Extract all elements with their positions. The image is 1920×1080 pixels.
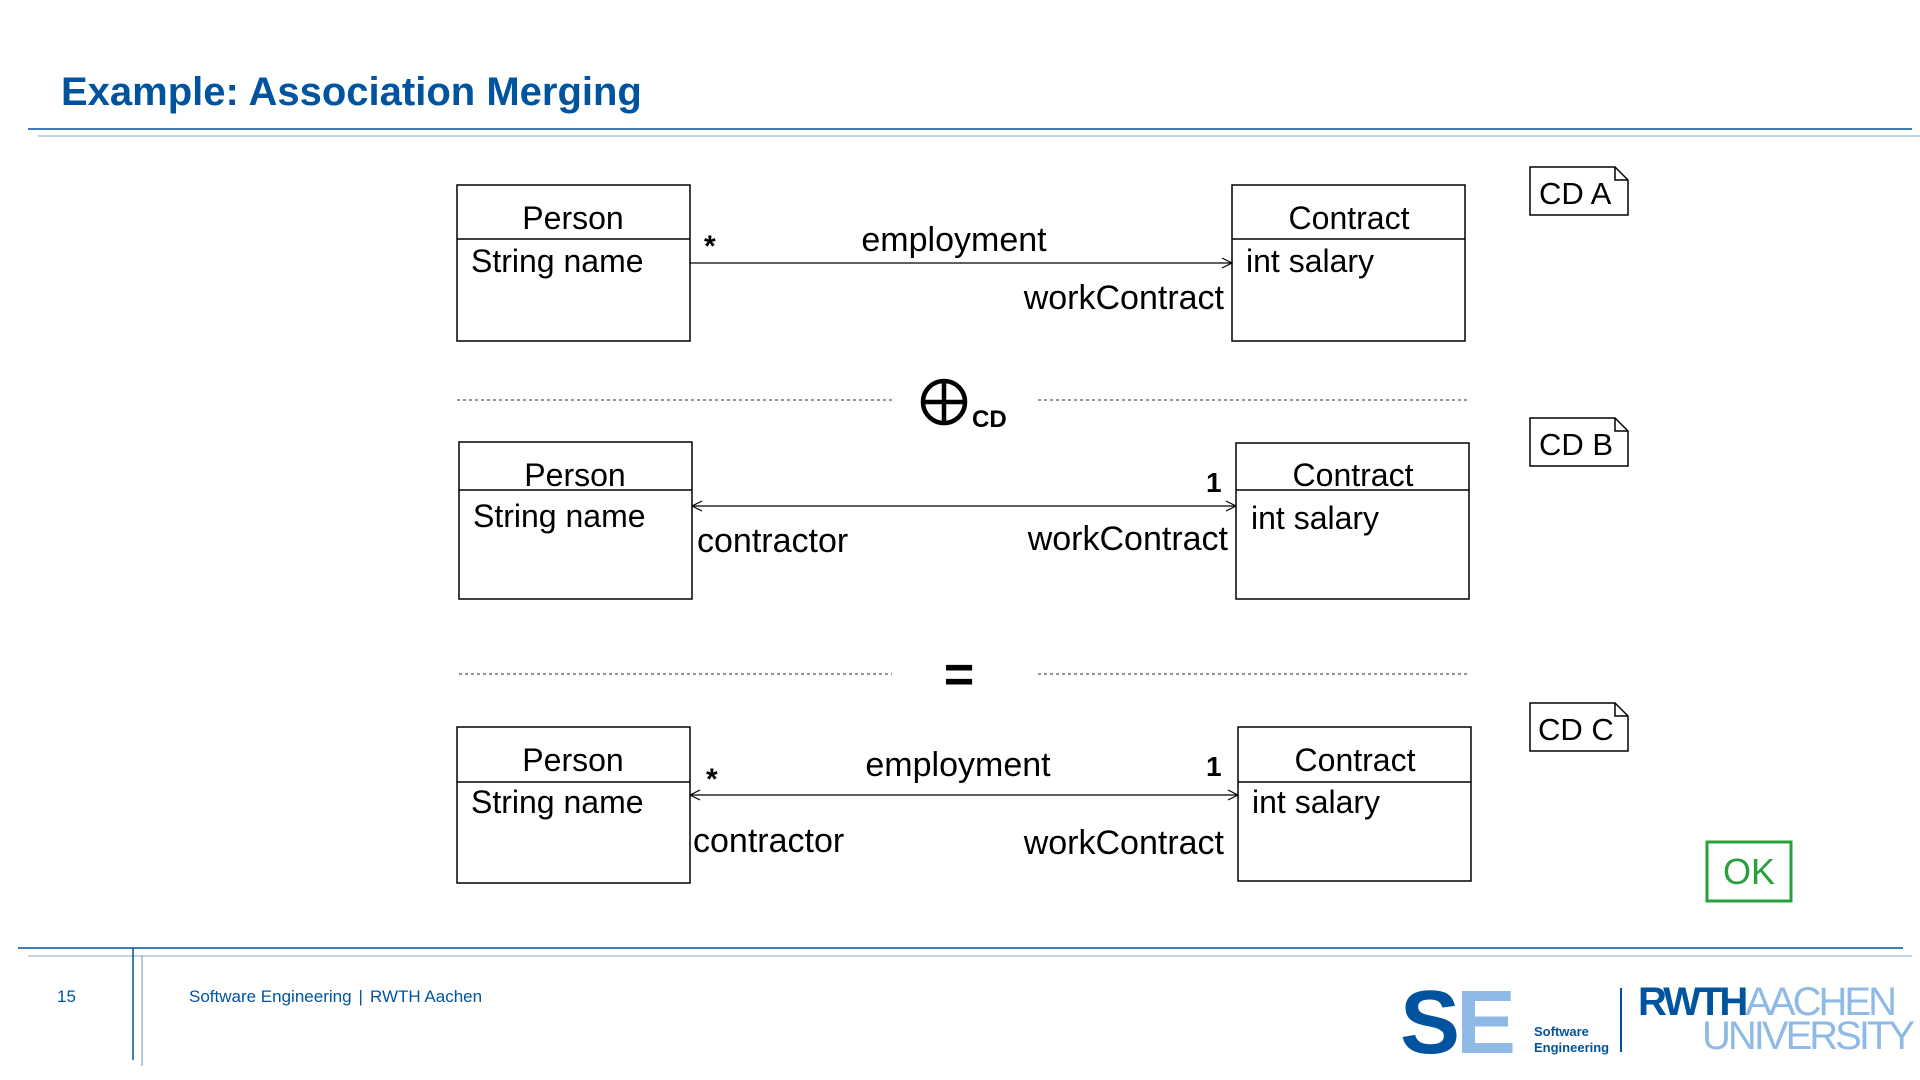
equals-row: =: [459, 646, 1470, 704]
footer-text: Software Engineering | RWTH Aachen: [189, 987, 482, 1007]
cd-a-tag: CD A: [1539, 176, 1612, 211]
cd-c-contract-class[interactable]: [1237, 726, 1472, 882]
cd-b-tag-box: [1529, 417, 1629, 467]
cd-c-left-multiplicity: *: [706, 763, 718, 796]
cd-c-contract-attribute: int salary: [1252, 784, 1380, 820]
cd-a-right-role: workContract: [1023, 279, 1225, 317]
cd-a-left-multiplicity: *: [704, 230, 716, 263]
cd-a-person-class[interactable]: [456, 184, 691, 342]
cd-c-diagram: Person String name Contract int salary *…: [456, 702, 1629, 884]
cd-c-right-multiplicity: 1: [1206, 751, 1222, 782]
rwth-logo-university: UNIVERSITY: [1702, 1014, 1915, 1058]
footer-university: RWTH Aachen: [369, 987, 483, 1006]
rwth-logo-aachen: AACHEN: [1745, 980, 1897, 1024]
se-logo-sub-line2: Engineering: [1534, 1040, 1610, 1055]
cd-b-contract-class[interactable]: [1235, 442, 1470, 600]
se-logo-s: S: [1400, 973, 1460, 1073]
cd-c-right-role: workContract: [1023, 824, 1225, 862]
se-logo-e: E: [1456, 973, 1516, 1073]
cd-c-tag: CD C: [1538, 712, 1614, 747]
cd-a-contract-class[interactable]: [1231, 184, 1466, 342]
merge-operator-row: CD: [457, 378, 1470, 433]
cd-b-tag: CD B: [1539, 427, 1613, 462]
cd-c-person-name: Person: [522, 742, 623, 778]
page-number: 15: [57, 987, 76, 1006]
cd-a-person-name: Person: [522, 200, 623, 236]
slide-title: Example: Association Merging: [61, 70, 642, 114]
ok-result-box: [1705, 840, 1793, 903]
cd-c-contract-name: Contract: [1295, 742, 1416, 778]
se-logo-subtitle: Software Engineering: [1534, 1024, 1609, 1056]
cd-a-contract-attribute: int salary: [1246, 243, 1374, 279]
cd-c-association-name: employment: [865, 746, 1051, 784]
footer-separator: |: [358, 987, 363, 1006]
cd-a-contract-name: Contract: [1289, 200, 1410, 236]
cd-b-left-role: contractor: [697, 522, 848, 560]
cd-b-person-name: Person: [524, 457, 625, 493]
se-logo: SE: [1400, 978, 1516, 1068]
cd-b-diagram: Person String name Contract int salary 1…: [458, 417, 1629, 600]
cd-b-person-attribute: String name: [473, 498, 646, 534]
cd-c-person-attribute: String name: [471, 784, 644, 820]
cd-c-left-role: contractor: [693, 822, 844, 860]
footer-org: Software Engineering: [189, 987, 352, 1006]
cd-b-right-multiplicity: 1: [1206, 467, 1222, 498]
se-logo-sub-line1: Software: [1534, 1024, 1589, 1039]
cd-a-tag-box: [1529, 166, 1629, 216]
cd-a-person-attribute: String name: [471, 243, 644, 279]
cd-c-person-class[interactable]: [456, 726, 691, 884]
cd-a-diagram: Person String name Contract int salary *…: [456, 166, 1629, 342]
equals-sign: =: [944, 646, 974, 704]
cd-a-association-name: employment: [861, 221, 1047, 259]
rwth-logo: RWTHAACHEN: [1638, 982, 1897, 1022]
cd-b-person-class[interactable]: [458, 441, 693, 600]
merge-operator-subscript: CD: [972, 406, 1007, 433]
cd-b-contract-name: Contract: [1293, 457, 1414, 493]
ok-result-label: OK: [1723, 851, 1775, 892]
rwth-logo-rwth: RWTH: [1638, 980, 1748, 1024]
cd-b-contract-attribute: int salary: [1251, 500, 1379, 536]
cd-c-tag-box: [1529, 702, 1629, 752]
cd-b-right-role: workContract: [1027, 520, 1229, 558]
